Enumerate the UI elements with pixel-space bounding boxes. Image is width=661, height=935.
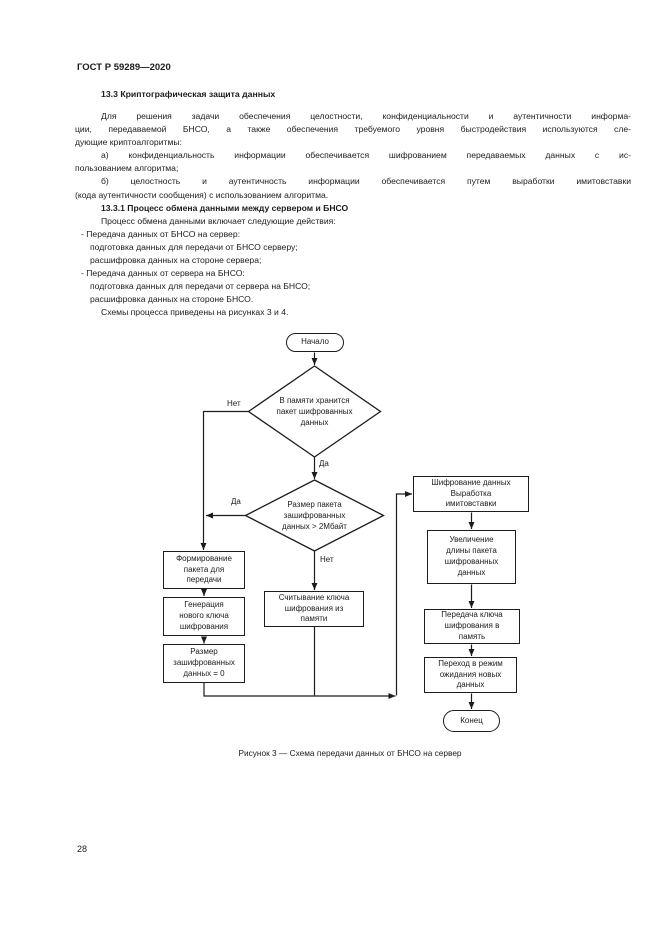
decision-memory-shape xyxy=(247,365,382,458)
branch-label-no-2: Нет xyxy=(320,555,334,564)
flowchart-start-node: Начало xyxy=(286,333,344,352)
document-header: ГОСТ Р 59289—2020 xyxy=(77,62,171,73)
subsection-heading: 13.3.1 Процесс обмена данными между серв… xyxy=(101,202,349,213)
flowchart-end-node: Конец xyxy=(443,710,500,732)
list-subitem: подготовка данных для передачи от БНСО с… xyxy=(90,241,298,252)
process-encrypt-data: Шифрование данных Выработка имитовставки xyxy=(413,476,529,512)
body-line: (кода аутентичности сообщения) с использ… xyxy=(75,189,329,200)
section-heading: 13.3 Криптографическая защита данных xyxy=(101,89,276,99)
process-form-packet: Формирование пакета для передачи xyxy=(163,551,245,589)
body-line: б) целостность и аутентичность информаци… xyxy=(101,176,631,187)
page-number: 28 xyxy=(77,844,88,854)
process-size-zero: Размер зашифрованных данных = 0 xyxy=(163,644,245,683)
list-subitem: расшифровка данных на стороне сервера; xyxy=(90,255,262,266)
decision-size-label: Размер пакета зашифрованных данных > 2Мб… xyxy=(282,500,347,531)
body-line: Процесс обмена данными включает следующи… xyxy=(101,215,336,226)
list-item: - Передача данных от сервера на БНСО: xyxy=(81,268,245,279)
list-subitem: подготовка данных для передачи от сервер… xyxy=(90,281,311,292)
process-generate-key: Генерация нового ключа шифрования xyxy=(163,597,245,636)
body-line: Для решения задачи обеспечения целостнос… xyxy=(101,111,631,121)
decision-memory-label: В памяти хранится пакет шифрованных данн… xyxy=(276,396,353,427)
body-line: Схемы процесса приведены на рисунках 3 и… xyxy=(101,307,289,318)
connector-decision1-no xyxy=(200,410,249,550)
process-store-key: Передача ключа шифрования в память xyxy=(424,609,520,644)
body-line: а) конфиденциальность информации обеспеч… xyxy=(101,150,631,161)
branch-label-no-1: Нет xyxy=(227,399,241,408)
connector-sizezero-to-merge xyxy=(203,683,396,699)
connector-merge-to-encrypt xyxy=(395,491,412,696)
body-line: ции, передаваемой БНСО, а также обеспече… xyxy=(75,124,631,135)
body-line: дующие криптоалгоритмы: xyxy=(75,137,182,148)
branch-label-yes-1: Да xyxy=(319,459,329,468)
branch-label-yes-2: Да xyxy=(231,497,241,506)
body-line: пользованием алгоритма; xyxy=(75,163,179,174)
process-wait-mode: Переход в режим ожидания новых данных xyxy=(424,657,517,693)
process-read-key: Считывание ключа шифрования из памяти xyxy=(264,591,364,627)
decision-size-shape xyxy=(244,479,385,552)
list-item: - Передача данных от БНСО на сервер: xyxy=(81,228,241,239)
process-increase-length: Увеличение длины пакета шифрованных данн… xyxy=(427,530,516,584)
figure-caption: Рисунок 3 — Схема передачи данных от БНС… xyxy=(238,748,462,758)
list-subitem: расшифровка данных на стороне БНСО. xyxy=(90,294,254,305)
body-text: Для решения задачи обеспечения целостнос… xyxy=(75,110,631,320)
